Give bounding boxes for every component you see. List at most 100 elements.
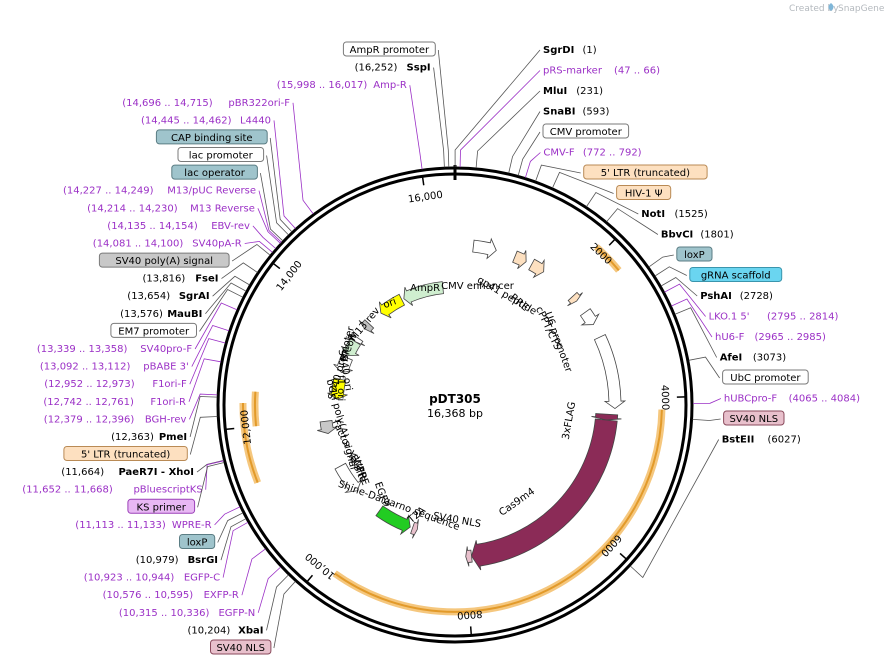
feature-egfp[interactable] bbox=[375, 505, 411, 536]
feature-cas9m4[interactable] bbox=[471, 418, 618, 571]
feature-sv40-nls[interactable] bbox=[465, 546, 473, 567]
feature-label-f1-ori: f1 ori bbox=[335, 375, 346, 401]
label-f1ori-f[interactable]: F1ori-F(12,952 .. 12,973) bbox=[44, 338, 226, 391]
label-5-ltr-truncated[interactable]: 5' LTR (truncated) bbox=[63, 416, 218, 461]
leader-line bbox=[433, 67, 445, 168]
label-name: loxP bbox=[684, 250, 705, 261]
label-sv40-nls[interactable]: SV40 NLS bbox=[692, 410, 785, 426]
feature-ampr[interactable] bbox=[403, 281, 444, 306]
label-pshai[interactable]: PshAI(2728) bbox=[660, 277, 773, 303]
label-snabi[interactable]: SnaBI(593) bbox=[508, 107, 610, 174]
feature-cppt-cts[interactable] bbox=[567, 291, 583, 307]
feature-rre[interactable] bbox=[528, 258, 545, 279]
label-m13-puc-reverse[interactable]: M13/pUC Reverse(14,227 .. 14,249) bbox=[63, 186, 282, 243]
tick-label: 8000 bbox=[457, 608, 483, 621]
feature-gp41-peptide[interactable] bbox=[512, 250, 527, 269]
label-ebv-rev[interactable]: EBV-rev(14,135 .. 14,154) bbox=[107, 221, 276, 249]
label-cmv-promoter[interactable]: CMV promoter bbox=[517, 123, 630, 176]
label-wpre-r[interactable]: WPRE-R(11,113 .. 11,133) bbox=[75, 506, 241, 531]
label-sspi[interactable]: SspI(16,252) bbox=[355, 63, 445, 168]
label-position: (10,979) bbox=[136, 555, 179, 566]
label-lac-promoter[interactable]: lac promoter bbox=[177, 147, 289, 236]
label-sv40-nls[interactable]: SV40 NLS bbox=[210, 581, 296, 655]
label-position: (2965 .. 2985) bbox=[755, 332, 827, 343]
label-loxp[interactable]: loxP bbox=[179, 512, 244, 549]
label-hubcpro-f[interactable]: hUBCpro-F(4065 .. 4084) bbox=[692, 394, 861, 405]
feature-em7-promoter[interactable] bbox=[347, 333, 365, 347]
label-hiv-1[interactable]: HIV-1 Ψ bbox=[552, 171, 672, 200]
label-prs-marker[interactable]: pRS-marker(47 .. 66) bbox=[459, 66, 660, 168]
label-sv40-poly-a-signal[interactable]: SV40 poly(A) signal bbox=[98, 244, 271, 268]
label-name: SV40 poly(A) signal bbox=[115, 256, 213, 267]
label-position: (47 .. 66) bbox=[614, 66, 660, 77]
label-l4440[interactable]: L4440(14,445 .. 14,462) bbox=[141, 115, 296, 229]
label-em7-promoter[interactable]: EM7 promoter bbox=[110, 288, 243, 338]
label-box bbox=[171, 164, 258, 180]
label-egfp-n[interactable]: EGFP-N(10,315 .. 10,336) bbox=[119, 566, 281, 619]
label-name: HIV-1 Ψ bbox=[625, 189, 663, 200]
tick-label: 10,000 bbox=[304, 550, 338, 581]
label-fsei[interactable]: FseI(13,816) bbox=[143, 262, 258, 285]
feature-label-3xflag: 3xFLAG bbox=[561, 401, 578, 441]
label-sgrai[interactable]: SgrAI(13,654) bbox=[127, 275, 250, 302]
label-lko-1-5[interactable]: LKO.1 5'(2795 .. 2814) bbox=[664, 283, 839, 323]
label-name: loxP bbox=[187, 538, 208, 549]
feature-m13-rev[interactable] bbox=[358, 319, 375, 334]
label-bsteii[interactable]: BstEII(6027) bbox=[630, 435, 801, 579]
feature-t2a[interactable] bbox=[410, 519, 419, 539]
label-bgh-rev[interactable]: BGH-rev(12,379 .. 12,396) bbox=[44, 393, 218, 425]
feature-ubc-promoter[interactable] bbox=[593, 334, 627, 410]
feature-u6-promoter[interactable] bbox=[579, 308, 600, 326]
leader-line bbox=[437, 49, 450, 168]
label-ampr-promoter[interactable]: AmpR promoter bbox=[342, 41, 450, 168]
label-noti[interactable]: NotI(1525) bbox=[586, 191, 708, 221]
label-position: (1801) bbox=[700, 230, 733, 241]
label-pbabe-3[interactable]: pBABE 3'(13,092 .. 13,112) bbox=[40, 325, 230, 373]
label-exfp-r[interactable]: EXFP-R(10,576 .. 10,595) bbox=[103, 548, 266, 601]
label-sv40pa-r[interactable]: SV40pA-R(14,081 .. 14,100) bbox=[93, 239, 273, 253]
label-pbluescriptks[interactable]: pBluescriptKS(11,652 .. 11,668) bbox=[22, 460, 224, 496]
label-hu6-f[interactable]: hU6-F(2965 .. 2985) bbox=[671, 298, 827, 343]
label-bsrgi[interactable]: BsrGI(10,979) bbox=[136, 518, 247, 566]
label-bbvci[interactable]: BbvCI(1801) bbox=[606, 208, 734, 241]
label-cmv-f[interactable]: CMV-F(772 .. 792) bbox=[525, 148, 642, 178]
feature-ori[interactable] bbox=[378, 293, 406, 319]
label-paer7i-xhoi[interactable]: PaeR7I - XhoI(11,664) bbox=[61, 460, 224, 478]
feature-bgh-poly-a-signal[interactable] bbox=[317, 420, 338, 434]
label-grna-scaffold[interactable]: gRNA scaffold bbox=[654, 266, 783, 282]
label-egfp-c[interactable]: EGFP-C(10,923 .. 10,944) bbox=[84, 521, 249, 584]
label-position: (4065 .. 4084) bbox=[789, 394, 861, 405]
feature-sv40-promoter[interactable] bbox=[333, 354, 353, 374]
feature-bleor[interactable] bbox=[340, 337, 362, 357]
label-pbr322ori-f[interactable]: pBR322ori-F(14,696 .. 14,715) bbox=[122, 98, 314, 215]
label-loxp[interactable]: loxP bbox=[648, 246, 713, 268]
label-position: (12,952 .. 12,973) bbox=[44, 379, 135, 390]
label-5-ltr-truncated[interactable]: 5' LTR (truncated) bbox=[535, 164, 708, 182]
tick-label: 16,000 bbox=[407, 190, 443, 206]
label-lac-operator[interactable]: lac operator bbox=[171, 164, 284, 242]
feature-f1-ori[interactable] bbox=[327, 377, 348, 400]
feature-wpre[interactable] bbox=[334, 462, 363, 493]
label-name: lac promoter bbox=[189, 151, 254, 162]
label-ubc-promoter[interactable]: UbC promoter bbox=[688, 356, 809, 385]
label-cap-binding-site[interactable]: CAP binding site bbox=[155, 129, 293, 232]
label-sgrdi[interactable]: SgrDI(1) bbox=[454, 45, 597, 167]
label-m13-reverse[interactable]: M13 Reverse(14,214 .. 14,230) bbox=[87, 203, 281, 244]
label-sv40pro-f[interactable]: SV40pro-F(13,339 .. 13,358) bbox=[37, 302, 238, 355]
leader-line bbox=[459, 70, 541, 168]
label-name: AfeI bbox=[720, 353, 743, 364]
label-mlui[interactable]: MluI(231) bbox=[475, 86, 603, 168]
label-name: KS primer bbox=[137, 502, 187, 513]
label-maubi[interactable]: MauBI(13,576) bbox=[120, 282, 247, 320]
feature-3xflag[interactable] bbox=[591, 413, 622, 421]
label-pmei[interactable]: PmeI(12,363) bbox=[111, 396, 218, 443]
label-f1ori-r[interactable]: F1ori-R(12,742 .. 12,761) bbox=[43, 358, 221, 408]
label-name: M13/pUC Reverse bbox=[167, 186, 256, 197]
feature-cmv-enhancer[interactable] bbox=[472, 237, 497, 260]
label-afei[interactable]: AfeI(3073) bbox=[674, 307, 786, 364]
label-ks-primer[interactable]: KS primer bbox=[127, 462, 225, 514]
label-amp-r[interactable]: Amp-R(15,998 .. 16,017) bbox=[277, 80, 423, 170]
label-xbai[interactable]: XbaI(10,204) bbox=[188, 574, 289, 636]
